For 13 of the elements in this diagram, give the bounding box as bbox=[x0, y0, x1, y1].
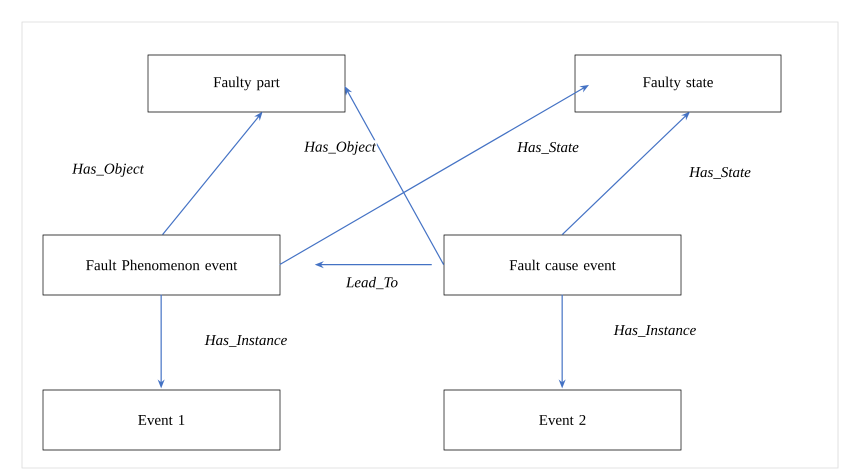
event-box: Event 2 bbox=[444, 390, 682, 450]
event-box: Event 1 bbox=[42, 390, 280, 450]
edge-label: Has_Instance bbox=[204, 334, 288, 348]
edge-label: Has_Object bbox=[303, 140, 377, 156]
edge-label: Has_State bbox=[516, 141, 580, 155]
edge-label: Has_Instance bbox=[612, 324, 698, 338]
edge-label: Lead_To bbox=[345, 276, 399, 290]
edge-label: Has_Object bbox=[71, 162, 145, 178]
event-box: Fault Phenomenon event bbox=[42, 234, 280, 296]
edge-label: Has_State bbox=[688, 166, 752, 180]
event-box: Faulty state bbox=[574, 54, 782, 112]
event-box: Faulty part bbox=[148, 54, 346, 112]
event-box: Fault cause event bbox=[444, 234, 682, 296]
